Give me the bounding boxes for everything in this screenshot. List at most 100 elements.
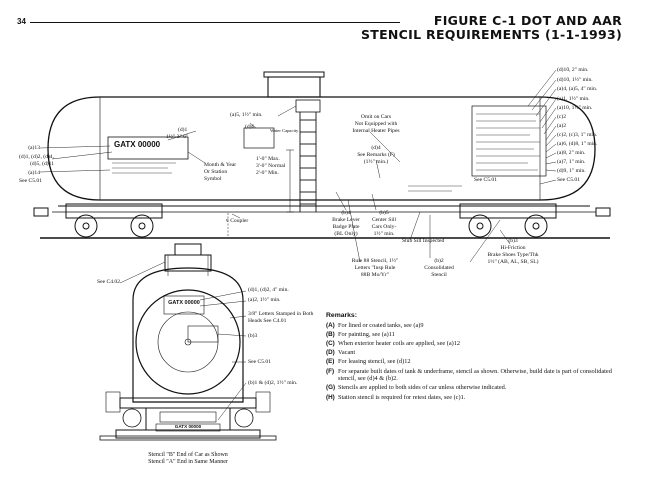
label-sill-1: (b)5 — [379, 210, 389, 216]
right-truck — [459, 203, 557, 238]
label-a5: (a)5, 1½" min. — [230, 112, 263, 118]
remark-key: (D) — [326, 349, 335, 357]
label-month-year: Month & Year — [204, 162, 237, 168]
label-d5-d11: (d)5, (d)11 — [29, 161, 54, 167]
end-plate — [155, 423, 221, 432]
label-symbol: Symbol — [204, 176, 222, 182]
remark-text: For leasing stencil, see (d)12 — [338, 358, 411, 366]
label-brake-4: (BL Only) — [334, 231, 358, 237]
label-hifric-1: (b)3 — [508, 238, 518, 244]
title-line-1: FIGURE C-1 DOT AND AAR — [433, 13, 622, 28]
right-label-9: (a)8, 2" min. — [557, 150, 586, 156]
label-rule88-2: Letters "Insp Rule — [354, 265, 396, 271]
label-see-remarks-f: See Remarks (F) — [357, 152, 395, 158]
label-see-c5-01-mid: See C5.01 — [474, 177, 497, 183]
caption-line-1: Stencil "B" End of Car as Shown — [148, 452, 228, 458]
label-a2-15: (a)2, 1½" min. — [248, 297, 281, 303]
label-hifric-2: Hi-Friction — [500, 245, 526, 251]
title-line-2: STENCIL REQUIREMENTS (1-1-1993) — [360, 27, 622, 42]
label-consol-2: Consolidated — [424, 265, 454, 271]
right-label-12: See C5.01 — [557, 177, 580, 183]
remark-item: (C)When exterior heater coils are applie… — [326, 340, 626, 348]
right-label-1: (d)10, 1½" min. — [557, 77, 593, 83]
remarks-heading: Remarks: — [326, 312, 357, 319]
label-sill-2: Center Sill — [371, 217, 397, 223]
label-see-c5-01-end: See C5.01 — [248, 359, 271, 365]
label-min-15: (1½" min.) — [363, 159, 389, 165]
remark-key: (B) — [326, 330, 335, 338]
right-label-4: (a)10, 1½" min. — [557, 105, 593, 111]
label-consol-1: (b)2 — [434, 258, 444, 264]
label-or-station: Or Station — [204, 169, 228, 175]
label-d1-d2-d4: (d)1, (d)2, (d)4, — [19, 154, 54, 160]
label-letters-2: Heads See C4.01 — [248, 318, 287, 324]
remark-text: For lined or coated tanks, see (a)9 — [338, 321, 424, 329]
right-label-3: (a)1, 1½" min. — [557, 96, 590, 102]
label-letters-1: 3/8" Letters Stamped in Both — [248, 311, 314, 317]
reporting-mark-block — [107, 136, 189, 160]
remark-key: (H) — [326, 393, 335, 401]
right-label-0: (d)10, 2" min. — [557, 67, 589, 73]
label-d6: (d)6 — [245, 124, 255, 130]
remark-item: (D)Vacant — [326, 349, 626, 357]
remark-text: When exterior heater coils are applied, … — [338, 339, 461, 347]
right-label-10: (a)7, 1" min. — [557, 159, 586, 165]
right-label-2: (a)4, (a)5, 4" min. — [557, 86, 598, 92]
remark-item: (F)For separate built dates of tank & un… — [326, 368, 626, 383]
label-hifric-3: Brake Shoes Type/Thk — [487, 252, 539, 258]
caption-line-2: Stencil "A" End in Same Manner — [148, 459, 228, 466]
label-coupler: ¢ Coupler — [226, 218, 249, 224]
remark-text: Stencils are applied to both sides of ca… — [338, 384, 507, 392]
label-normal: 3'-0" Normal — [256, 163, 286, 169]
label-sill-3: Cars Only- — [371, 224, 397, 230]
remark-key: (A) — [326, 321, 335, 329]
label-dim-1-3-6: 1½" 3" 6" — [166, 134, 189, 140]
end-plate-text: GATX 00000 — [174, 424, 202, 429]
remark-key: (E) — [326, 358, 335, 366]
right-label-7: (c)2, (c)3, 1" min. — [557, 132, 598, 138]
remark-key: (C) — [326, 339, 335, 347]
label-max: 1'-0" Max. — [256, 156, 280, 162]
end-view — [99, 243, 277, 441]
label-brake-3: Badge Plate — [332, 224, 360, 230]
remark-item: (H)Station stencil is required for retes… — [326, 394, 626, 402]
right-label-6: (a)2 — [557, 123, 567, 129]
label-hifric-4: 1½" (AB, AL, SB, SL) — [487, 259, 539, 265]
remark-item: (E)For leasing stencil, see (d)12 — [326, 358, 626, 366]
label-see-c4-02: See C4.02 — [97, 279, 120, 285]
label-sill-4: 1½" min. — [373, 231, 395, 237]
remarks-section: Remarks: (A)For lined or coated tanks, s… — [326, 312, 626, 403]
label-water-capacity: Water Capacity — [270, 128, 299, 133]
label-d1-top: (d)1 — [178, 127, 188, 133]
end-tank-id: GATX 00000 — [168, 300, 200, 306]
label-see-c5-01-left: See C5.01 — [19, 178, 42, 184]
remark-key: (F) — [326, 367, 335, 375]
remark-item: (G)Stencils are applied to both sides of… — [326, 384, 626, 392]
label-rule88-1: Rule 88 Stencil, 1½" — [351, 258, 399, 264]
label-d1-d2-4min: (d)1, (d)2, 4" min. — [248, 287, 289, 293]
left-truck — [65, 203, 163, 238]
label-omit-2: Not Equipped with — [354, 121, 398, 127]
label-consol-3: Stencil — [431, 272, 447, 278]
ladder — [299, 112, 317, 212]
label-a13: (a)13 — [28, 145, 40, 151]
right-label-8: (a)6, (d)8, 1" min. — [557, 141, 598, 147]
label-min: 2'-0" Min. — [256, 170, 279, 176]
label-omit-1: Omit on Cars — [360, 114, 392, 120]
dome-housing — [267, 76, 321, 98]
figure-title: FIGURE C-1 DOT AND AAR STENCIL REQUIREME… — [361, 14, 622, 42]
label-stub-sill: Stub Sill Inspected — [402, 238, 445, 244]
label-rule88-3: 88B Mo/Yr" — [360, 272, 390, 278]
right-label-5: (c)2 — [557, 114, 567, 120]
remark-item: (A)For lined or coated tanks, see (a)9 — [326, 322, 626, 330]
remark-key: (G) — [326, 384, 336, 392]
label-a14: (a)14 — [28, 170, 40, 176]
end-head-circle — [135, 289, 241, 395]
label-brake-1: (b)4 — [341, 210, 351, 216]
remark-text: For painting, see (a)11 — [338, 330, 395, 338]
remark-text: For separate built dates of tank & under… — [338, 367, 612, 383]
side-tank-id: GATX 00000 — [114, 140, 161, 149]
header-rule — [30, 22, 400, 23]
